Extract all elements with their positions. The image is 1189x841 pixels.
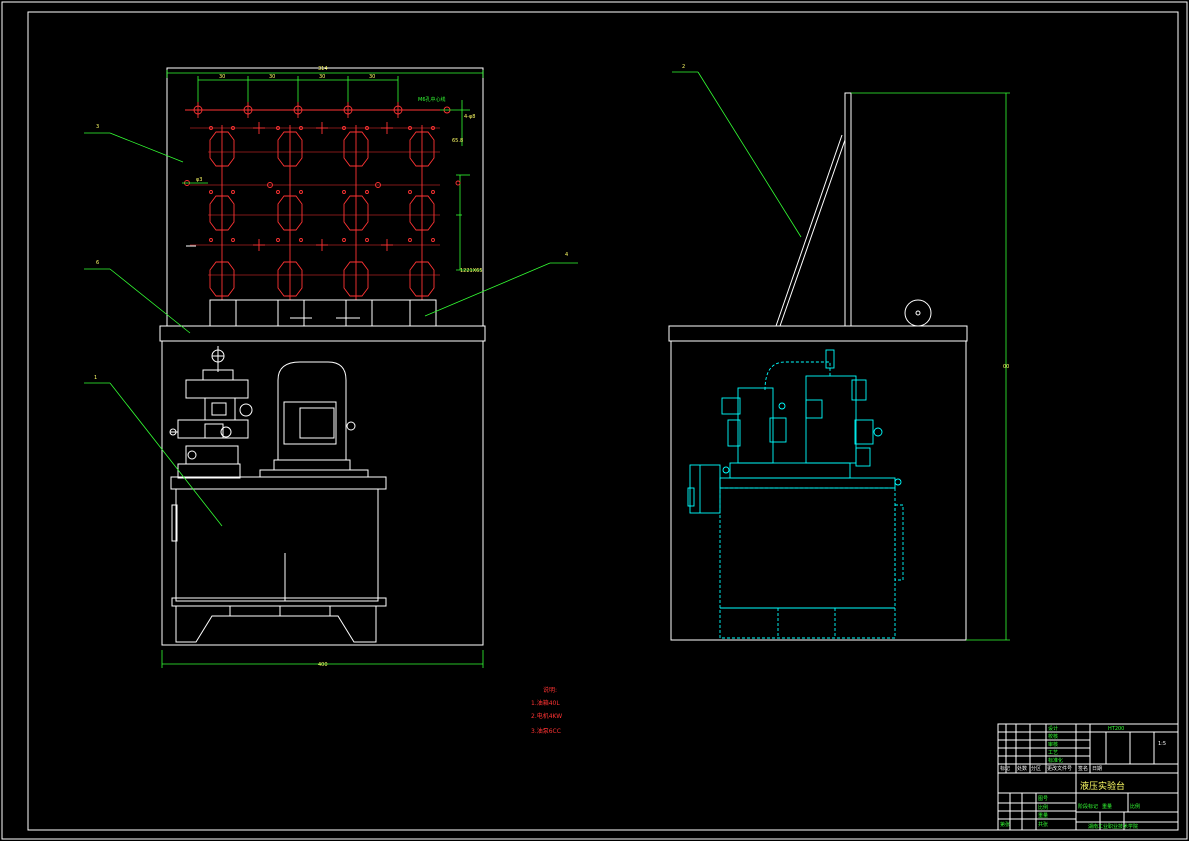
notes-heading: 说明: xyxy=(543,686,557,694)
dim-side-small: φ3 xyxy=(196,177,202,183)
tb-right-1: 比例 xyxy=(1038,804,1048,811)
note-1: 1.油箱40L xyxy=(531,699,560,707)
motor xyxy=(259,361,369,478)
tb-left-4: 标准化 xyxy=(1048,757,1063,764)
tb-right-0: 图号 xyxy=(1038,796,1048,802)
test-panel xyxy=(166,67,484,327)
dim-spacing-3: 30 xyxy=(319,74,325,80)
tb-material: HT200 xyxy=(1108,726,1124,732)
tb-right-2: 重量 xyxy=(1038,812,1048,819)
dim-spacing-4: 30 xyxy=(369,74,375,80)
table-top xyxy=(159,325,486,342)
tb-bottom-text: 湖南工业职业技术学院 xyxy=(1088,823,1138,830)
tb-foot-5: 日期 xyxy=(1092,766,1102,772)
note-3: 3.油泵6CC xyxy=(531,727,561,735)
label-hole-center: M6孔中心线 xyxy=(418,96,446,103)
technical-notes: 说明: 1.油箱40L 2.电机4KW 3.油泵6CC xyxy=(531,686,562,735)
inner-frame xyxy=(27,11,1179,831)
dim-spacing-1: 30 xyxy=(219,74,225,80)
leader-1: 1 xyxy=(94,375,97,381)
front-leaders xyxy=(84,132,578,527)
tb-left-3: 工艺 xyxy=(1048,750,1058,756)
tb-scale: 1:5 xyxy=(1158,741,1166,747)
leader-6: 6 xyxy=(96,260,99,266)
dim-callout-3: 1221X65 xyxy=(460,268,483,274)
leader-4: 4 xyxy=(565,252,568,258)
dim-callout-1: 4-φ8 xyxy=(464,114,475,120)
side-view: 00 xyxy=(668,64,1010,641)
note-2: 2.电机4KW xyxy=(531,712,562,720)
dim-overall-width: 314 xyxy=(318,66,328,72)
valve-stack xyxy=(169,346,253,479)
tb-left-2: 审核 xyxy=(1048,741,1058,748)
leader-3: 3 xyxy=(96,124,99,130)
leader-2: 2 xyxy=(682,64,685,70)
tb-left-1: 校核 xyxy=(1048,733,1058,740)
dim-bottom-width: 400 xyxy=(318,662,328,668)
tb-left-0: 设计 xyxy=(1048,725,1058,732)
tb-right-4: 第张 xyxy=(1000,821,1010,828)
front-view: 314 30 30 30 30 M6孔中心线 4-φ8 65.8 xyxy=(84,66,578,668)
tb-mini-1: 重量 xyxy=(1102,803,1112,810)
tb-foot-0: 标记 xyxy=(1000,765,1010,772)
tb-right-3: 共张 xyxy=(1038,821,1048,828)
tb-title: 液压实验台 xyxy=(1080,780,1125,792)
tb-foot-3: 更改文件号 xyxy=(1047,765,1072,772)
tb-foot-1: 处数 xyxy=(1017,765,1027,772)
tb-mini-0: 阶段标记 xyxy=(1078,803,1098,810)
dim-right-height: 00 xyxy=(1003,364,1009,370)
oil-tank xyxy=(170,476,387,643)
tb-mini-2: 比例 xyxy=(1130,803,1140,810)
tb-foot-2: 分区 xyxy=(1031,765,1041,772)
title-block: 设计 校核 审核 工艺 标准化 HT200 1:5 标记 处数 分区 更改文件号… xyxy=(997,723,1179,831)
side-hidden-components xyxy=(687,349,904,639)
cabinet xyxy=(161,340,484,646)
dim-spacing-2: 30 xyxy=(269,74,275,80)
valve-cutouts xyxy=(209,125,435,300)
dim-callout-2: 65.8 xyxy=(452,138,463,144)
tb-foot-4: 签名 xyxy=(1078,765,1088,772)
